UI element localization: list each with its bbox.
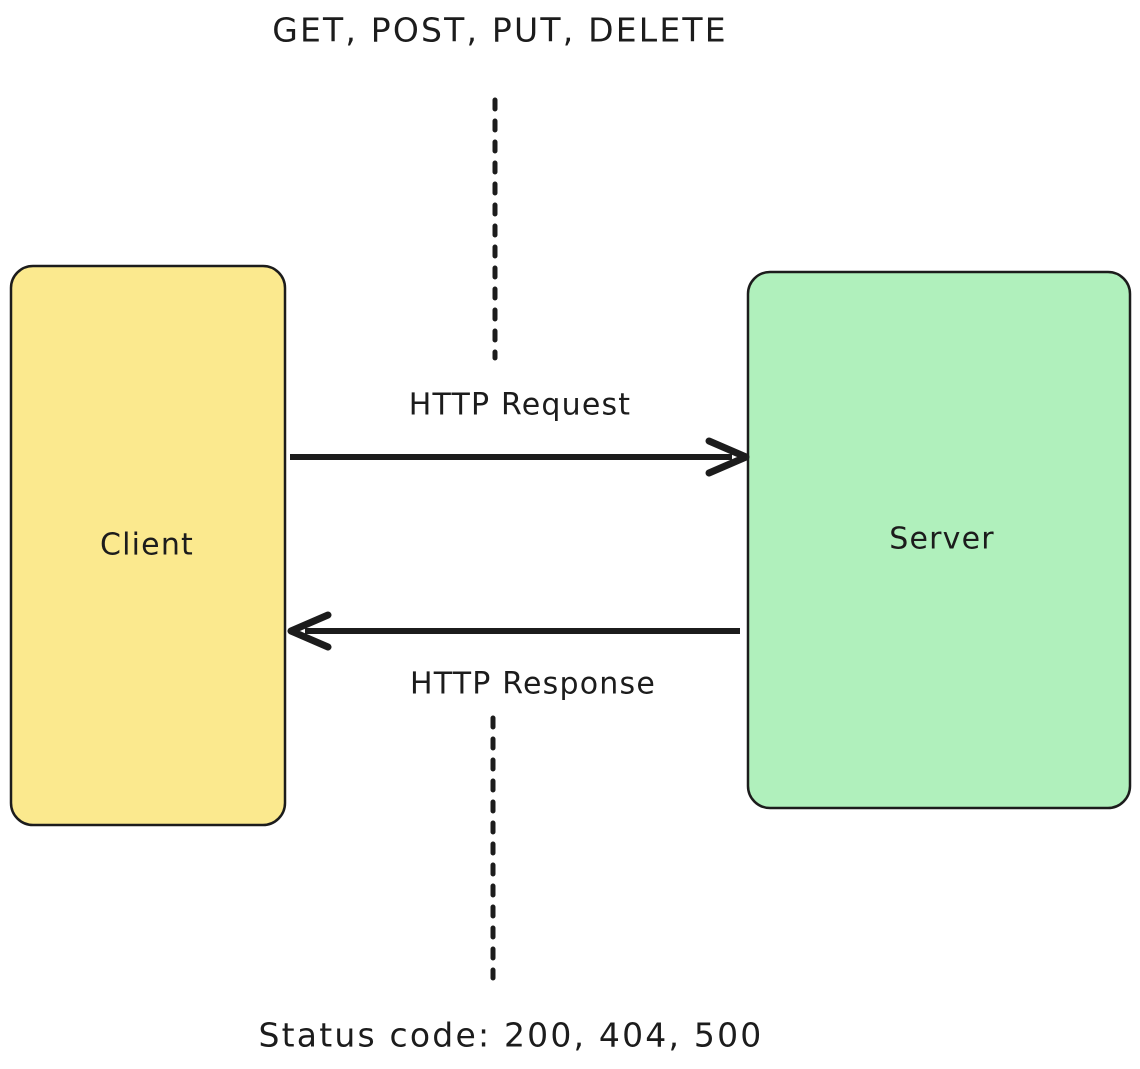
node-server-label: Server — [889, 522, 995, 557]
node-client-box[interactable] — [9, 264, 287, 827]
http-response-arrow-head — [287, 611, 332, 651]
http-request-arrow-head — [705, 437, 750, 477]
status-codes-label: Status code: 200, 404, 500 — [259, 1016, 764, 1055]
node-client-label: Client — [100, 528, 194, 563]
node-server-box[interactable] — [746, 270, 1132, 810]
http-methods-label: GET, POST, PUT, DELETE — [272, 11, 728, 50]
http-request-label: HTTP Request — [409, 388, 632, 423]
http-response-label: HTTP Response — [410, 667, 656, 702]
